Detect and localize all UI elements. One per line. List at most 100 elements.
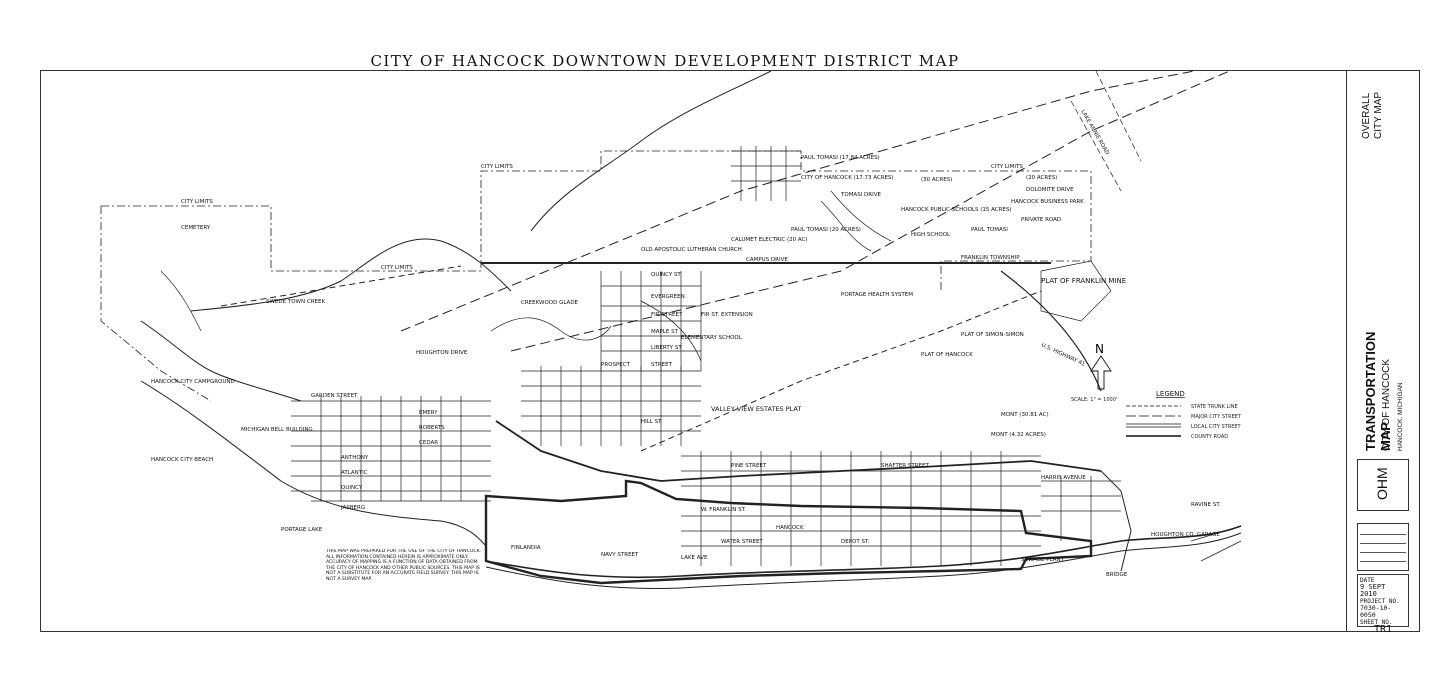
label-lake-ave: LAKE AVE: [681, 555, 708, 561]
legend-title: LEGEND: [1156, 390, 1185, 398]
sheet-info-box: DATE 9 SEPT 2010 PROJECT NO. 7030-10-005…: [1357, 574, 1409, 635]
label-jasberg: JASBERG: [340, 505, 365, 511]
ohm-logo: OHM: [1374, 467, 1390, 500]
scale-label: SCALE: 1" = 1000': [1071, 397, 1117, 403]
creek-2: [190, 238, 512, 312]
label-water-street: WATER STREET: [721, 539, 764, 545]
label-swede-town-creek: SWEDE TOWN CREEK: [266, 299, 325, 305]
label-liberty-st: LIBERTY ST: [651, 345, 682, 351]
label-houghton-drive: HOUGHTON DRIVE: [416, 350, 468, 356]
label-mont-acres-2: MONT (4.32 ACRES): [991, 432, 1046, 438]
label-quincy-lower: QUINCY: [341, 485, 363, 491]
project-label: PROJECT NO.: [1360, 598, 1400, 605]
label-emery: EMERY: [419, 410, 438, 416]
us41-road: [1000, 270, 1102, 392]
shoreline-lower-2: [485, 532, 1242, 589]
label-plat-franklin-mine: PLAT OF FRANKLIN MINE: [1041, 277, 1126, 285]
logo-box: OHM: [1357, 459, 1409, 511]
label-portage-health: PORTAGE HEALTH SYSTEM: [841, 292, 913, 298]
legend-item-state-trunk: STATE TRUNK LINE: [1191, 404, 1238, 410]
label-paul-tomasi-2: PAUL TOMASI (20 ACRES): [791, 227, 861, 233]
railroad-1: [400, 71, 1197, 332]
label-harris-avenue: HARRIS AVENUE: [1041, 475, 1086, 481]
label-public-schools: HANCOCK PUBLIC SCHOOLS (15 ACRES): [901, 207, 1012, 213]
legend-item-local-street: LOCAL CITY STREET: [1191, 424, 1242, 430]
railroad-4: [220, 265, 462, 307]
label-maple-st: MAPLE ST: [651, 329, 679, 335]
label-shafter-street: SHAFTER STREET: [881, 463, 929, 469]
map-sheet: CITY LIMITS CITY LIMITS CITY LIMITS CITY…: [40, 70, 1420, 635]
label-anthony: ANTHONY: [341, 455, 369, 461]
label-creekwood: CREEKWOOD GLADE: [521, 300, 579, 306]
label-franklin-township: FRANKLIN TOWNSHIP: [961, 255, 1020, 261]
shoreline: [140, 380, 487, 547]
label-ravine-st: RAVINE ST.: [1191, 502, 1221, 508]
label-city-limits-2: CITY LIMITS: [381, 265, 413, 271]
legend-item-county-road: COUNTY ROAD: [1191, 434, 1228, 440]
label-roberts: ROBERTS: [419, 425, 445, 431]
trunk-line: [495, 420, 1102, 482]
label-city-beach: HANCOCK CITY BEACH: [151, 457, 213, 463]
city-limits-line-2: [100, 206, 212, 402]
project-value: 7030-10-0050: [1360, 604, 1392, 619]
north-label: N: [1095, 342, 1104, 356]
north-arrow: N SCALE: 1" = 1000': [1071, 342, 1117, 403]
label-fir-street: FIR STREET: [651, 312, 683, 318]
label-fir-extension: FIR ST. EXTENSION: [701, 312, 753, 318]
creek: [530, 71, 772, 232]
label-acres-20: (20 ACRES): [1026, 175, 1057, 181]
map-title: CITY OF HANCOCK DOWNTOWN DEVELOPMENT DIS…: [370, 52, 960, 70]
label-street: STREET: [651, 362, 673, 368]
sheet-city: CITY OF HANCOCK: [1381, 358, 1392, 451]
label-business-park: HANCOCK BUSINESS PARK: [1011, 199, 1084, 205]
label-calumet-electric: CALUMET ELECTRIC (20 AC): [731, 237, 808, 243]
sheet-no-label: SHEET NO.: [1360, 619, 1393, 626]
label-mont-acres-1: MONT (30.81 AC): [1001, 412, 1049, 418]
sheet-location: HANCOCK, MICHIGAN: [1397, 382, 1404, 451]
label-city-of-hancock-1: CITY OF HANCOCK (17.73 ACRES): [801, 175, 894, 181]
label-hancock-st: HANCOCK: [776, 525, 804, 531]
label-sewage-plant: SEWAGE PLANT: [1021, 557, 1065, 563]
date-label: DATE: [1360, 577, 1375, 584]
label-atlantic: ATLANTIC: [341, 470, 368, 476]
label-private-road: PRIVATE ROAD: [1021, 217, 1061, 223]
label-paul-tomasi-3: PAUL TOMASI: [971, 227, 1008, 233]
label-michigan-bell: MICHIGAN BELL BUILDING: [241, 427, 313, 433]
date-value: 9 SEPT 2010: [1360, 583, 1386, 598]
label-prospect: PROSPECT: [601, 362, 631, 368]
label-lake-annie-road: LAKE ANNIE ROAD: [1079, 109, 1110, 156]
city-map[interactable]: CITY LIMITS CITY LIMITS CITY LIMITS CITY…: [41, 71, 1346, 631]
label-navy-street: NAVY STREET: [601, 552, 639, 558]
label-elementary: ELEMENTARY SCHOOL: [681, 335, 743, 341]
title-block: OVERALL CITY MAP TRANSPORTATION MAP CITY…: [1346, 71, 1420, 635]
label-tomasi-drive: TOMASI DRIVE: [840, 192, 881, 198]
label-campground: HANCOCK CITY CAMPGROUND: [151, 379, 235, 385]
label-houghton-co: HOUGHTON CO. GARAGE: [1151, 532, 1220, 538]
label-old-apostolic: OLD APOSTOLIC LUTHERAN CHURCH: [641, 247, 742, 253]
label-finlandia: FINLANDIA: [511, 545, 541, 551]
sheet-no-value: TR1: [1373, 624, 1393, 635]
revision-box: [1357, 523, 1409, 571]
label-quincy-street: QUINCY ST: [651, 272, 681, 278]
label-us-highway-41: U.S. HIGHWAY 41: [1040, 342, 1086, 368]
label-campus-drive: CAMPUS DRIVE: [746, 257, 788, 263]
label-depot-st: DEPOT ST.: [841, 539, 870, 545]
shoreline-lower: [485, 525, 1242, 579]
label-cedar: CEDAR: [419, 440, 438, 446]
legend: LEGEND STATE TRUNK LINE MAJOR CITY STREE…: [1126, 390, 1242, 440]
overall-city-map: OVERALL CITY MAP: [1361, 91, 1384, 139]
label-evergreen: EVERGREEN: [651, 294, 685, 300]
label-portage-bridge: BRIDGE: [1106, 572, 1128, 578]
label-hill-st: HILL ST: [641, 419, 662, 425]
label-city-limits-4: CITY LIMITS: [991, 164, 1023, 170]
label-city-limits-1: CITY LIMITS: [181, 199, 213, 205]
label-plat-hancock: PLAT OF HANCOCK: [921, 352, 973, 358]
legend-item-major-street: MAJOR CITY STREET: [1191, 414, 1242, 420]
label-high-school: HIGH SCHOOL: [911, 232, 951, 238]
label-city-limits-3: CITY LIMITS: [481, 164, 513, 170]
label-w-franklin: W. FRANKLIN ST.: [701, 507, 746, 513]
label-cemetery: CEMETERY: [181, 225, 211, 231]
label-portage-lake: PORTAGE LAKE: [281, 527, 323, 533]
downtown-district-boundary: [484, 479, 1093, 585]
label-valley-view: VALLEY VIEW ESTATES PLAT: [711, 405, 801, 413]
